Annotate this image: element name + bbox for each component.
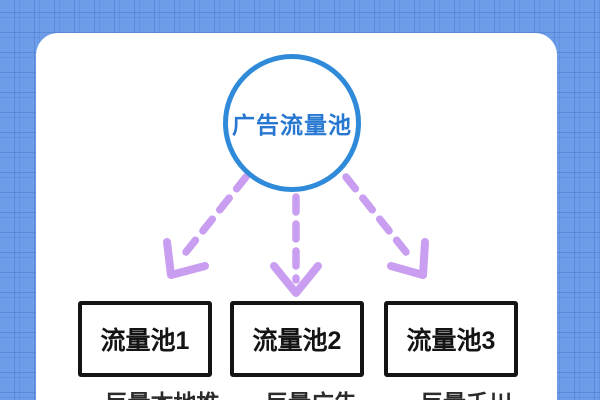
pool-caption-2: 巨量广告: [221, 384, 401, 400]
pool-box-2: 流量池2: [230, 301, 364, 377]
root-node-label: 广告流量池: [232, 112, 352, 138]
pool-caption-3: 巨量千川: [376, 384, 556, 400]
pool-box-3: 流量池3: [384, 301, 518, 377]
pool-box-1: 流量池1: [78, 301, 212, 377]
pool-box-1-label: 流量池1: [100, 327, 190, 355]
pool-box-3-label: 流量池3: [406, 327, 496, 355]
pool-box-2-label: 流量池2: [252, 327, 342, 355]
pool-caption-1: 巨量本地推: [72, 384, 252, 400]
root-node: 广告流量池: [223, 54, 361, 192]
